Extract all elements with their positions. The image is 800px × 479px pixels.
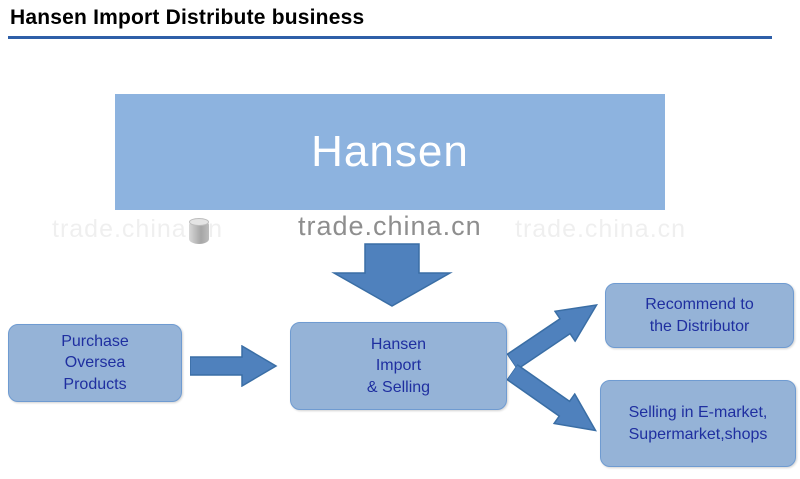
recommend-distributor-box: Recommend to the Distributor (605, 283, 794, 348)
selling-emarket-box: Selling in E-market, Supermarket,shops (600, 380, 796, 467)
hansen-main-box-label: Hansen (311, 127, 469, 176)
title-underline (8, 36, 772, 39)
hansen-import-selling-box: Hansen Import & Selling (290, 322, 507, 410)
up-right-arrow (505, 303, 599, 371)
down-right-arrow (505, 363, 597, 432)
right-arrow (190, 345, 278, 387)
watermark-cylinder-icon (189, 218, 209, 244)
page-title: Hansen Import Distribute business (10, 6, 365, 29)
watermark-ghost-right: trade.china.cn (515, 215, 687, 243)
down-arrow (331, 243, 453, 307)
hansen-main-box: Hansen (115, 94, 665, 210)
watermark-text: trade.china.cn (298, 211, 482, 241)
purchase-oversea-products-box: Purchase Oversea Products (8, 324, 182, 402)
